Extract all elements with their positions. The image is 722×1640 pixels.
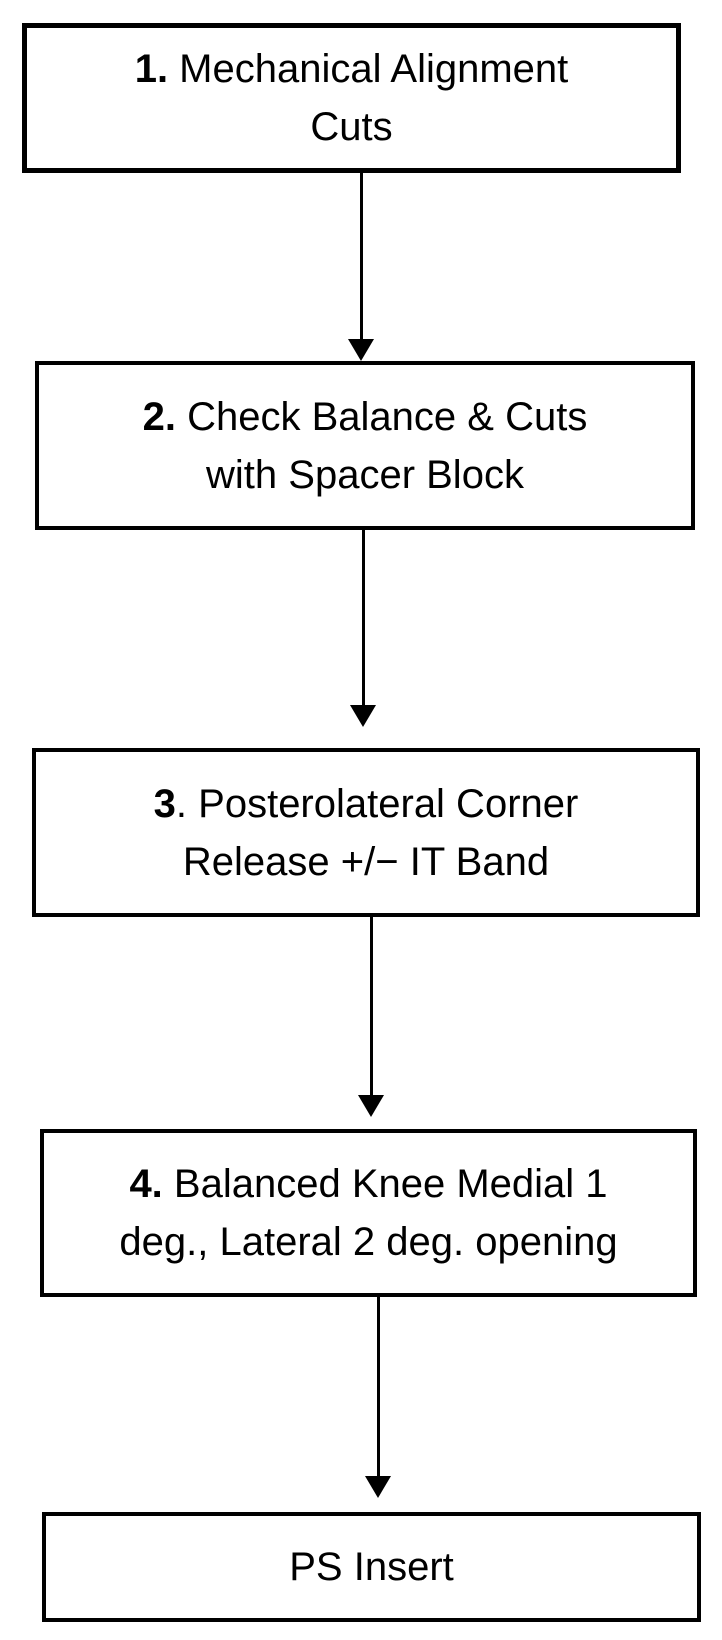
flow-arrow-3 [358, 917, 384, 1117]
flow-step-4-box: 4. Balanced Knee Medial 1 deg., Lateral … [40, 1129, 697, 1297]
arrowhead-down-icon [350, 705, 376, 727]
flow-step-3-number: 3 [153, 781, 176, 826]
flow-step-2-number: 2. [142, 394, 177, 439]
arrow-shaft [359, 173, 363, 339]
arrowhead-down-icon [365, 1476, 391, 1498]
flow-arrow-1 [348, 173, 374, 361]
flow-step-4-line2: deg., Lateral 2 deg. opening [119, 1220, 618, 1264]
flow-step-2-line2: with Spacer Block [206, 452, 524, 497]
flow-step-3-line2: Release +/− IT Band [182, 839, 550, 884]
arrowhead-down-icon [348, 339, 374, 361]
arrow-shaft [369, 917, 373, 1095]
flow-step-1-text: Mechanical Alignment [168, 47, 569, 91]
flow-step-2-line1: 2. Check Balance & Cuts [143, 388, 588, 446]
flow-step-2-text: Check Balance & Cuts [176, 394, 588, 439]
flow-step-3-text: . Posterolateral Corner [175, 781, 579, 826]
flow-step-5-line1: PS Insert [289, 1545, 454, 1589]
flow-step-3-box: 3. Posterolateral Corner Release +/− IT … [32, 748, 700, 917]
flow-step-1-box: 1. Mechanical Alignment Cuts [22, 23, 681, 173]
flow-step-4-number: 4. [129, 1162, 163, 1206]
flow-step-4-line1: 4. Balanced Knee Medial 1 [129, 1155, 607, 1213]
flow-arrow-4 [365, 1297, 391, 1498]
flow-step-5-box: PS Insert [42, 1512, 701, 1622]
flow-step-3-line1: 3. Posterolateral Corner [154, 775, 579, 833]
flow-step-2-box: 2. Check Balance & Cuts with Spacer Bloc… [35, 361, 695, 530]
flow-step-1-line2: Cuts [310, 105, 393, 149]
arrowhead-down-icon [358, 1095, 384, 1117]
flow-step-1-number: 1. [134, 47, 169, 91]
arrow-shaft [376, 1297, 380, 1476]
arrow-shaft [361, 530, 365, 705]
flow-arrow-2 [350, 530, 376, 727]
flow-step-1-line1: 1. Mechanical Alignment [135, 40, 569, 98]
flow-step-4-text: Balanced Knee Medial 1 [162, 1162, 608, 1206]
